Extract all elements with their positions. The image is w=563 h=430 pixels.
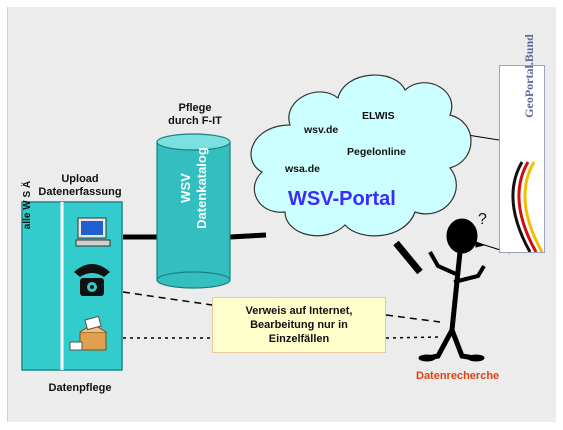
notice-line2: Bearbeitung nur in bbox=[250, 319, 348, 331]
question-mark: ? bbox=[478, 211, 487, 228]
panel-vertical-label: alle W S Ä bbox=[22, 180, 33, 230]
dashed-line-phone bbox=[122, 291, 213, 306]
portal-cloud bbox=[250, 74, 472, 237]
cloud-item-pegelonline: Pegelonline bbox=[347, 146, 406, 158]
cloud-item-wsv: wsv.de bbox=[304, 124, 339, 136]
catalog-cylinder bbox=[156, 133, 231, 289]
edit-label-line2: durch F-IT bbox=[168, 115, 222, 127]
data-research-label: Datenrecherche bbox=[416, 370, 500, 382]
portal-title: WSV-Portal bbox=[288, 188, 396, 210]
catalog-label: WSV Datenkatalog bbox=[178, 108, 212, 268]
cloud-item-elwis: ELWIS bbox=[362, 110, 395, 122]
dashed-line-notice-person-2 bbox=[385, 336, 441, 339]
telephone-icon bbox=[74, 264, 110, 296]
connector-catalog-cloud bbox=[229, 232, 267, 240]
dashed-line-notice-person bbox=[385, 314, 441, 323]
notice-box: Verweis auf Internet, Bearbeitung nur in… bbox=[212, 297, 386, 353]
person-figure bbox=[418, 218, 486, 362]
notice-line1: Verweis auf Internet, bbox=[245, 305, 353, 317]
mail-icon bbox=[69, 315, 107, 351]
notice-line3: Einzelfällen bbox=[268, 333, 330, 345]
catalog-label-line2: Datenkatalog bbox=[194, 147, 209, 229]
connector-cloud-person bbox=[393, 240, 423, 275]
edit-label-line1: Pflege bbox=[178, 102, 212, 114]
geoportal-text: GeoPortal.Bund bbox=[522, 34, 536, 118]
data-maintenance-label: Datenpflege bbox=[48, 382, 112, 394]
upload-label: Upload Datenerfassung bbox=[30, 173, 130, 199]
edit-label: Pflege durch F-IT bbox=[166, 102, 224, 128]
geoportal-logo: GeoPortal.Bund bbox=[499, 34, 545, 253]
catalog-label-line1: WSV bbox=[178, 173, 193, 203]
cloud-item-wsa: wsa.de bbox=[285, 163, 321, 175]
computer-icon bbox=[75, 217, 111, 247]
upload-label-line1: Upload bbox=[61, 173, 99, 185]
upload-label-line2: Datenerfassung bbox=[38, 186, 122, 198]
geoportal-swoosh-icon bbox=[511, 161, 544, 252]
